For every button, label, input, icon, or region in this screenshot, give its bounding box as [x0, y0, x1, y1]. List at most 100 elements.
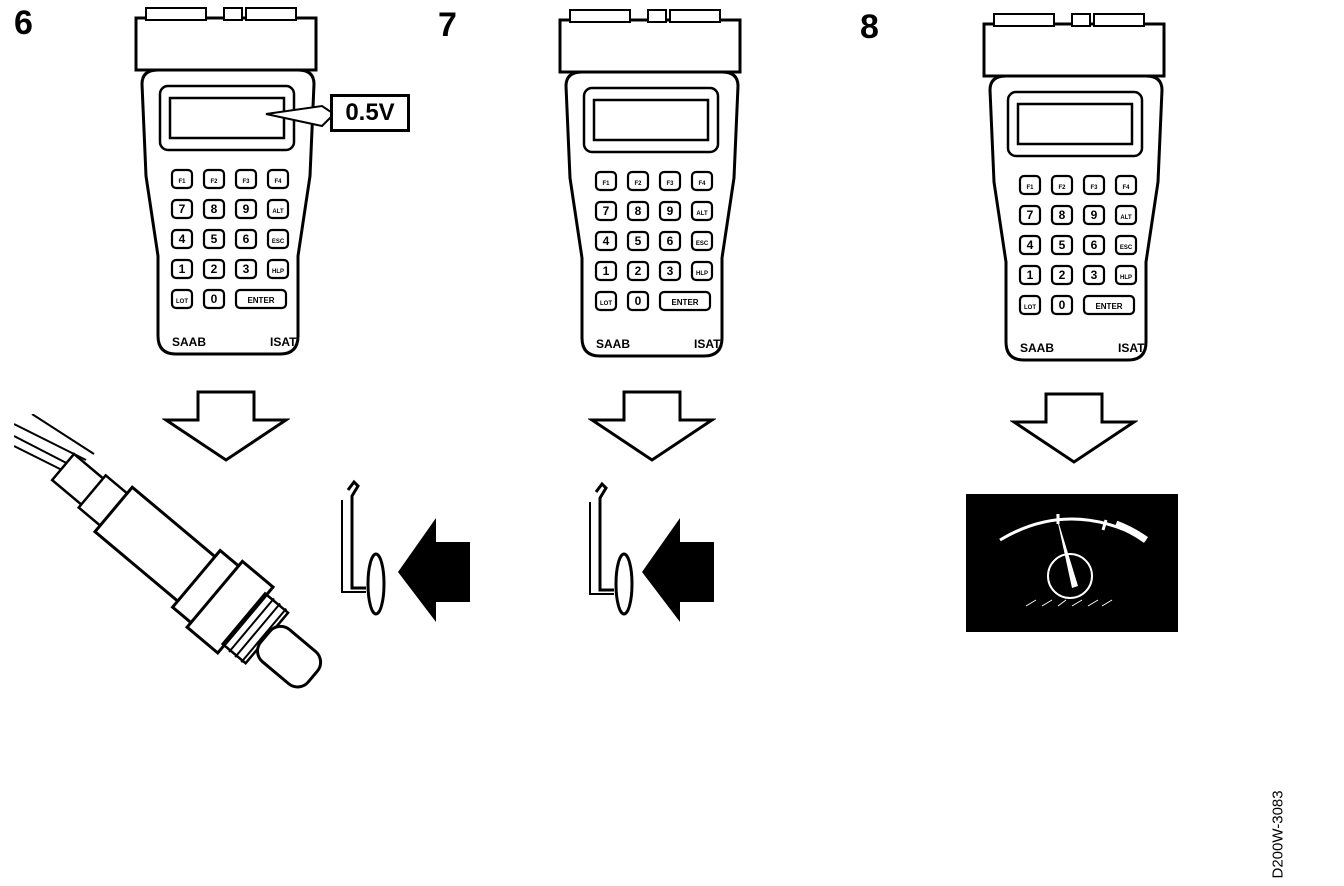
voltage-readout: 0.5V: [330, 94, 410, 132]
key-8[interactable]: 8: [626, 200, 650, 222]
key-7[interactable]: 7: [594, 200, 618, 222]
key-4[interactable]: 4: [170, 228, 194, 250]
key-lot[interactable]: LOT: [1018, 294, 1042, 316]
key-6[interactable]: 6: [234, 228, 258, 250]
key-2[interactable]: 2: [202, 258, 226, 280]
step-8-number: 8: [860, 8, 879, 46]
key-f2[interactable]: F2: [202, 168, 226, 190]
oxygen-sensor-illustration: [14, 414, 323, 689]
key-1[interactable]: 1: [1018, 264, 1042, 286]
key-label: LOT: [176, 299, 188, 305]
key-f4[interactable]: F4: [1114, 174, 1138, 196]
key-3[interactable]: 3: [658, 260, 682, 282]
brand-label: SAAB: [596, 337, 630, 351]
key-0[interactable]: 0: [1050, 294, 1074, 316]
key-lot[interactable]: LOT: [170, 288, 194, 310]
key-5[interactable]: 5: [1050, 234, 1074, 256]
key-esc[interactable]: ESC: [1114, 234, 1138, 256]
key-label: F4: [698, 181, 706, 187]
key-label: 3: [243, 262, 250, 276]
down-arrow-icon: [162, 390, 290, 462]
key-9[interactable]: 9: [234, 198, 258, 220]
key-esc[interactable]: ESC: [266, 228, 290, 250]
key-label: ENTER: [247, 296, 274, 305]
key-8[interactable]: 8: [202, 198, 226, 220]
left-pointing-arrow-icon: [642, 518, 714, 622]
key-f3[interactable]: F3: [234, 168, 258, 190]
key-label: F3: [1090, 185, 1098, 191]
key-label: 6: [667, 234, 674, 248]
key-alt[interactable]: ALT: [1114, 204, 1138, 226]
key-label: 7: [1027, 208, 1034, 222]
tester-screen: [168, 96, 286, 140]
key-alt[interactable]: ALT: [690, 200, 714, 222]
key-hlp[interactable]: HLP: [1114, 264, 1138, 286]
connector-block: [134, 7, 318, 72]
key-label: 9: [667, 204, 674, 218]
key-f1[interactable]: F1: [1018, 174, 1042, 196]
key-label: 6: [1091, 238, 1098, 252]
key-lot[interactable]: LOT: [594, 290, 618, 312]
key-label: HLP: [1120, 275, 1132, 281]
meter-scale-marks: [1025, 599, 1113, 607]
key-esc[interactable]: ESC: [690, 230, 714, 252]
key-label: LOT: [1024, 305, 1036, 311]
key-label: ALT: [1120, 215, 1132, 221]
key-label: HLP: [272, 269, 284, 275]
key-1[interactable]: 1: [594, 260, 618, 282]
key-enter[interactable]: ENTER: [1082, 294, 1136, 316]
key-label: F3: [242, 179, 250, 185]
key-6[interactable]: 6: [1082, 234, 1106, 256]
key-label: ENTER: [1095, 302, 1122, 311]
key-f1[interactable]: F1: [170, 168, 194, 190]
key-f1[interactable]: F1: [594, 170, 618, 192]
step-7-number: 7: [438, 6, 457, 44]
key-1[interactable]: 1: [170, 258, 194, 280]
key-label: 8: [635, 204, 642, 218]
key-f3[interactable]: F3: [658, 170, 682, 192]
key-5[interactable]: 5: [626, 230, 650, 252]
key-label: 3: [1091, 268, 1098, 282]
key-label: 1: [179, 262, 186, 276]
key-f2[interactable]: F2: [626, 170, 650, 192]
figure-id-label: D200W-3083: [1269, 790, 1287, 879]
key-label: 3: [667, 264, 674, 278]
key-label: 4: [1027, 238, 1034, 252]
key-5[interactable]: 5: [202, 228, 226, 250]
key-label: ESC: [1120, 245, 1133, 251]
key-label: ESC: [696, 241, 709, 247]
key-2[interactable]: 2: [1050, 264, 1074, 286]
key-3[interactable]: 3: [1082, 264, 1106, 286]
meter-needle: [1056, 514, 1078, 588]
key-0[interactable]: 0: [202, 288, 226, 310]
key-2[interactable]: 2: [626, 260, 650, 282]
key-6[interactable]: 6: [658, 230, 682, 252]
key-3[interactable]: 3: [234, 258, 258, 280]
key-alt[interactable]: ALT: [266, 198, 290, 220]
key-0[interactable]: 0: [626, 290, 650, 312]
key-enter[interactable]: ENTER: [658, 290, 712, 312]
key-4[interactable]: 4: [1018, 234, 1042, 256]
key-9[interactable]: 9: [1082, 204, 1106, 226]
test-clip-illustration: [341, 479, 386, 616]
key-label: F3: [666, 181, 674, 187]
key-label: F2: [210, 179, 218, 185]
key-label: ENTER: [671, 298, 698, 307]
key-4[interactable]: 4: [594, 230, 618, 252]
key-8[interactable]: 8: [1050, 204, 1074, 226]
key-f4[interactable]: F4: [266, 168, 290, 190]
key-label: 7: [179, 202, 186, 216]
key-enter[interactable]: ENTER: [234, 288, 288, 310]
key-f3[interactable]: F3: [1082, 174, 1106, 196]
key-hlp[interactable]: HLP: [266, 258, 290, 280]
key-9[interactable]: 9: [658, 200, 682, 222]
step-6-number: 6: [14, 4, 33, 42]
key-f4[interactable]: F4: [690, 170, 714, 192]
key-7[interactable]: 7: [170, 198, 194, 220]
key-7[interactable]: 7: [1018, 204, 1042, 226]
key-hlp[interactable]: HLP: [690, 260, 714, 282]
key-f2[interactable]: F2: [1050, 174, 1074, 196]
key-label: 7: [603, 204, 610, 218]
key-label: 8: [1059, 208, 1066, 222]
